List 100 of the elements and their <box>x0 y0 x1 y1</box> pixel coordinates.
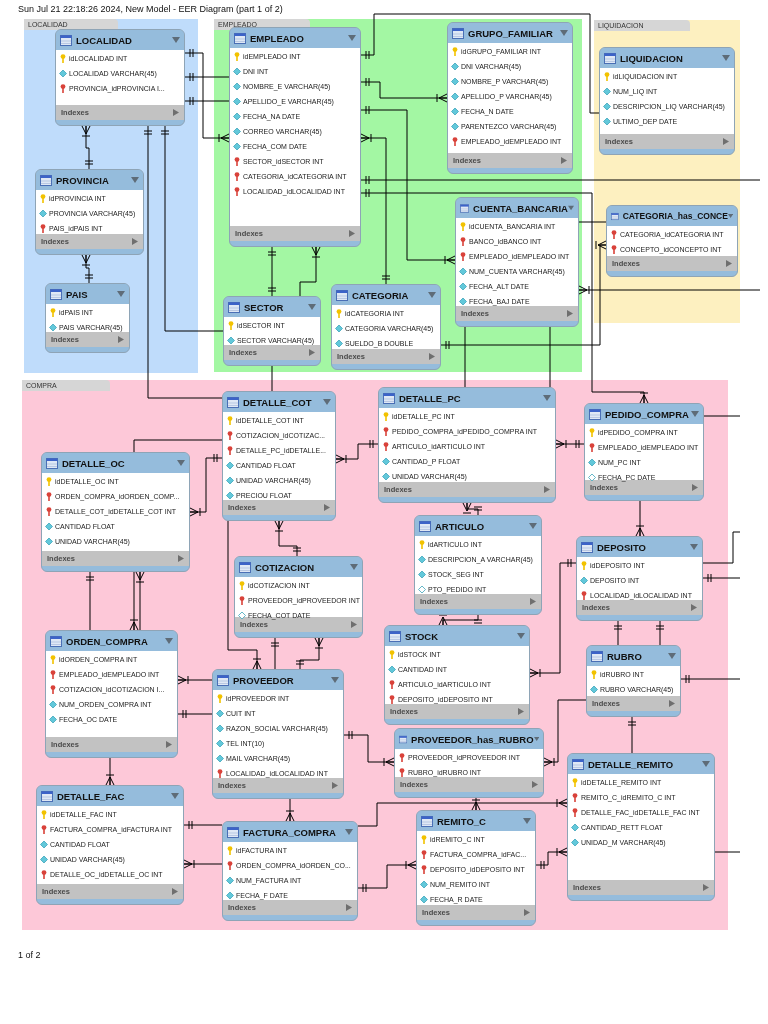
relationship-line <box>335 439 379 464</box>
relationship-line <box>285 798 295 822</box>
entity-table <box>455 197 579 327</box>
layer-region <box>24 19 198 373</box>
relationship-line <box>357 798 568 827</box>
relationship-line <box>129 571 139 631</box>
table-name: GRUPO_FAMILIAR <box>468 27 553 39</box>
relationship-line <box>555 439 585 449</box>
relationship-line <box>81 254 94 284</box>
relationship-line <box>680 674 741 684</box>
entity-table <box>586 645 681 717</box>
relationship-line <box>578 285 761 295</box>
relationship-line <box>184 48 230 143</box>
relationship-line <box>85 571 95 631</box>
relationship-line <box>635 500 645 537</box>
relationship-line <box>105 757 115 786</box>
layer-region <box>22 380 728 930</box>
table-name: RUBRO <box>607 650 642 662</box>
relationship-line <box>360 188 649 404</box>
relationship-line <box>274 520 302 557</box>
relationship-line <box>135 571 145 631</box>
entity-table <box>45 283 130 353</box>
entity-table <box>416 810 536 926</box>
relationship-line <box>462 502 483 516</box>
relationship-line <box>143 125 223 399</box>
entity-table <box>599 47 735 155</box>
table-name: CATEGORIA <box>352 289 409 301</box>
relationship-line <box>535 847 568 870</box>
entity-table <box>378 387 556 503</box>
table-name: STOCK <box>405 630 439 642</box>
entity-table <box>45 630 178 758</box>
relationship-line <box>578 221 607 223</box>
table-name: LOCALIDAD <box>76 34 132 46</box>
relationship-line <box>440 240 607 350</box>
relationship-line <box>183 820 223 830</box>
table-name: DETALLE_PC <box>399 392 461 404</box>
table-name: DETALLE_OC <box>62 457 125 469</box>
entity-table <box>222 821 358 921</box>
entity-table <box>606 205 738 277</box>
relationship-line <box>160 125 224 332</box>
entity-table <box>447 22 573 174</box>
entity-table <box>35 169 144 255</box>
relationship-line <box>529 558 577 678</box>
table-name: CUENTA_BANCARIA <box>473 202 568 214</box>
table-name: COTIZACION <box>255 561 315 573</box>
relationship-line <box>627 716 637 754</box>
table-name: LIQUIDACION <box>620 52 683 64</box>
table-name: DETALLE_FAC <box>57 790 125 802</box>
relationship-line <box>360 133 391 285</box>
table-name: PEDIDO_COMPRA <box>605 408 689 420</box>
relationship-line <box>438 614 483 626</box>
layer-region <box>594 20 740 323</box>
relationship-line <box>299 246 321 297</box>
relationship-line <box>360 105 456 265</box>
table-name: FACTURA_COMPRA <box>243 826 336 838</box>
relationship-line <box>549 326 551 388</box>
relationship-line <box>184 72 230 82</box>
table-name: DETALLE_COT <box>243 396 312 408</box>
relationship-line <box>267 246 277 297</box>
table-name: ORDEN_COMPRA <box>66 635 148 647</box>
relationship-line <box>360 13 600 114</box>
entity-table <box>55 29 185 126</box>
table-name: PROVINCIA <box>56 174 109 186</box>
table-name: SECTOR <box>244 301 284 313</box>
entity-table <box>331 284 441 370</box>
table-name: EMPLEADO <box>250 32 304 44</box>
relationship-line <box>357 860 417 893</box>
relationship-line <box>177 675 213 685</box>
relationship-line <box>183 859 223 869</box>
entity-table <box>229 27 361 247</box>
diagram-title: Sun Jul 21 22:18:26 2024, New Model - EER Diagram (part 1 of 2) <box>18 4 283 14</box>
entity-table <box>234 556 363 638</box>
table-name: ARTICULO <box>435 520 485 532</box>
table-name: PAIS <box>66 288 88 300</box>
relationship-line <box>471 797 481 811</box>
table-name: DEPOSITO <box>597 541 646 553</box>
relationship-line <box>543 699 587 767</box>
entity-table <box>36 785 184 905</box>
relationship-line <box>189 453 223 517</box>
entity-table <box>41 452 190 572</box>
relationship-line <box>343 730 395 767</box>
relationship-line <box>702 573 741 583</box>
table-name: CATEGORIA_has_CONCE <box>622 211 728 221</box>
relationship-line <box>613 620 623 646</box>
relationship-line <box>270 637 280 670</box>
relationship-line <box>295 637 324 670</box>
entity-table <box>394 728 544 798</box>
page-number: 1 of 2 <box>18 950 41 960</box>
relationship-line <box>360 77 448 103</box>
entity-table <box>414 515 542 615</box>
layer-region <box>214 19 582 372</box>
relationship-line <box>133 439 223 453</box>
relationship-line <box>702 531 741 564</box>
entity-table <box>384 625 530 725</box>
entity-table <box>212 669 344 799</box>
entity-table <box>576 536 703 621</box>
relationship-line <box>184 96 230 106</box>
table-name: DETALLE_REMITO <box>588 758 674 770</box>
entity-table <box>584 403 704 501</box>
relationship-line <box>177 709 213 719</box>
